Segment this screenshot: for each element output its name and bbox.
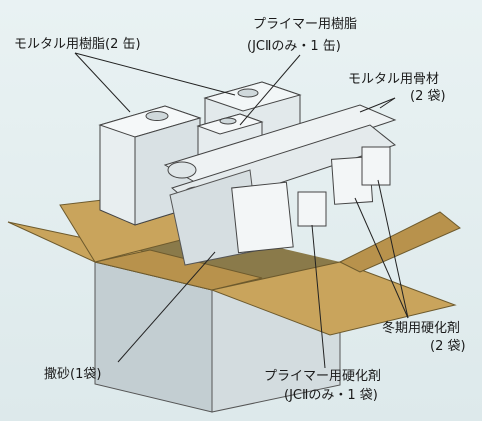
hardener-bags [231, 146, 391, 254]
label-primer-hardener-line2: (JCⅡのみ・1 袋) [284, 388, 378, 403]
label-primer-resin-line2: (JCⅡのみ・1 缶) [247, 39, 341, 54]
label-primer-resin-line1: プライマー用樹脂 [253, 17, 358, 32]
label-primer-hardener-line1: プライマー用硬化剤 [264, 369, 382, 384]
leader-lines [74, 52, 409, 369]
label-winter-hardener-line2: (2 袋) [430, 339, 466, 354]
label-mortar-resin: モルタル用樹脂(2 缶) [14, 37, 141, 52]
label-winter-hardener-line1: 冬期用硬化剤 [382, 321, 461, 336]
label-mortar-aggregate-line1: モルタル用骨材 [348, 72, 440, 87]
label-sand: 撒砂(1袋) [44, 367, 102, 382]
label-mortar-aggregate-line2: (2 袋) [410, 89, 446, 104]
cardboard-box [7, 191, 461, 413]
